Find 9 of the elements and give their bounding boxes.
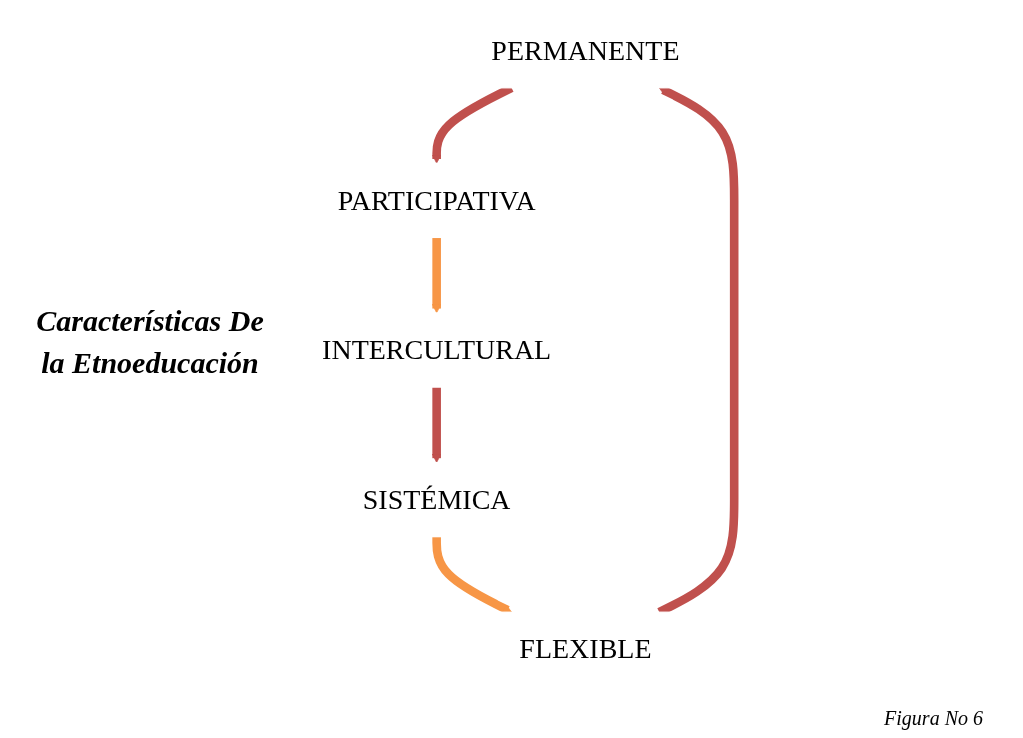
node-text: PARTICIPATIVA — [337, 184, 536, 216]
node-text: PERMANENTE — [490, 35, 679, 67]
diagram-title: Características De la Etnoeducación — [35, 303, 265, 381]
node-text: SISTÉMICA — [362, 484, 511, 516]
arrow — [431, 387, 441, 463]
node-text: INTERCULTURAL — [321, 334, 551, 366]
node-text: FLEXIBLE — [518, 633, 651, 665]
arrow — [431, 237, 441, 314]
figure-caption: Figura No 6 — [884, 707, 983, 730]
